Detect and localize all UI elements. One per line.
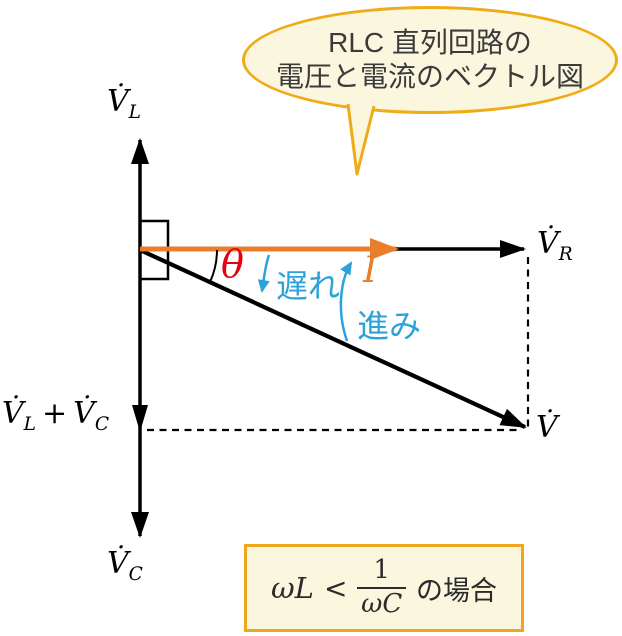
lag-arrow [257,254,271,293]
fraction-denominator: ωC [361,589,403,619]
label-current-i: İ [363,250,378,291]
label-v: V̇ [536,410,558,445]
label-vl-plus-vc: V̇L+V̇C [2,396,110,435]
label-lead: 進み [357,308,422,344]
condition-fraction: 1 ωC [357,555,406,620]
lead-arrow [339,261,353,342]
bubble-title-line2: 電圧と電流のベクトル図 [275,61,584,92]
condition-suffix: の場合 [415,575,497,606]
label-vc: V̇C [107,546,143,585]
fraction-numerator: 1 [357,555,406,589]
less-than-sign: < [323,571,348,605]
bubble-title-line1: RLC 直列回路の [328,26,532,58]
label-vl: V̇L [107,84,142,123]
vector-vl-plus-vc-arrowhead [132,405,148,432]
label-vr: V̇R [537,226,573,265]
label-lag: 遅れ [276,268,341,304]
condition-lhs: ωL [271,571,314,605]
speech-bubble: RLC 直列回路の 電圧と電流のベクトル図 [242,6,618,114]
speech-bubble-tail [346,103,376,176]
condition-box: ωL < 1 ωC の場合 [244,544,524,632]
label-theta: θ [221,242,244,286]
vector-v-arrow [139,248,527,429]
angle-arc [209,249,218,283]
